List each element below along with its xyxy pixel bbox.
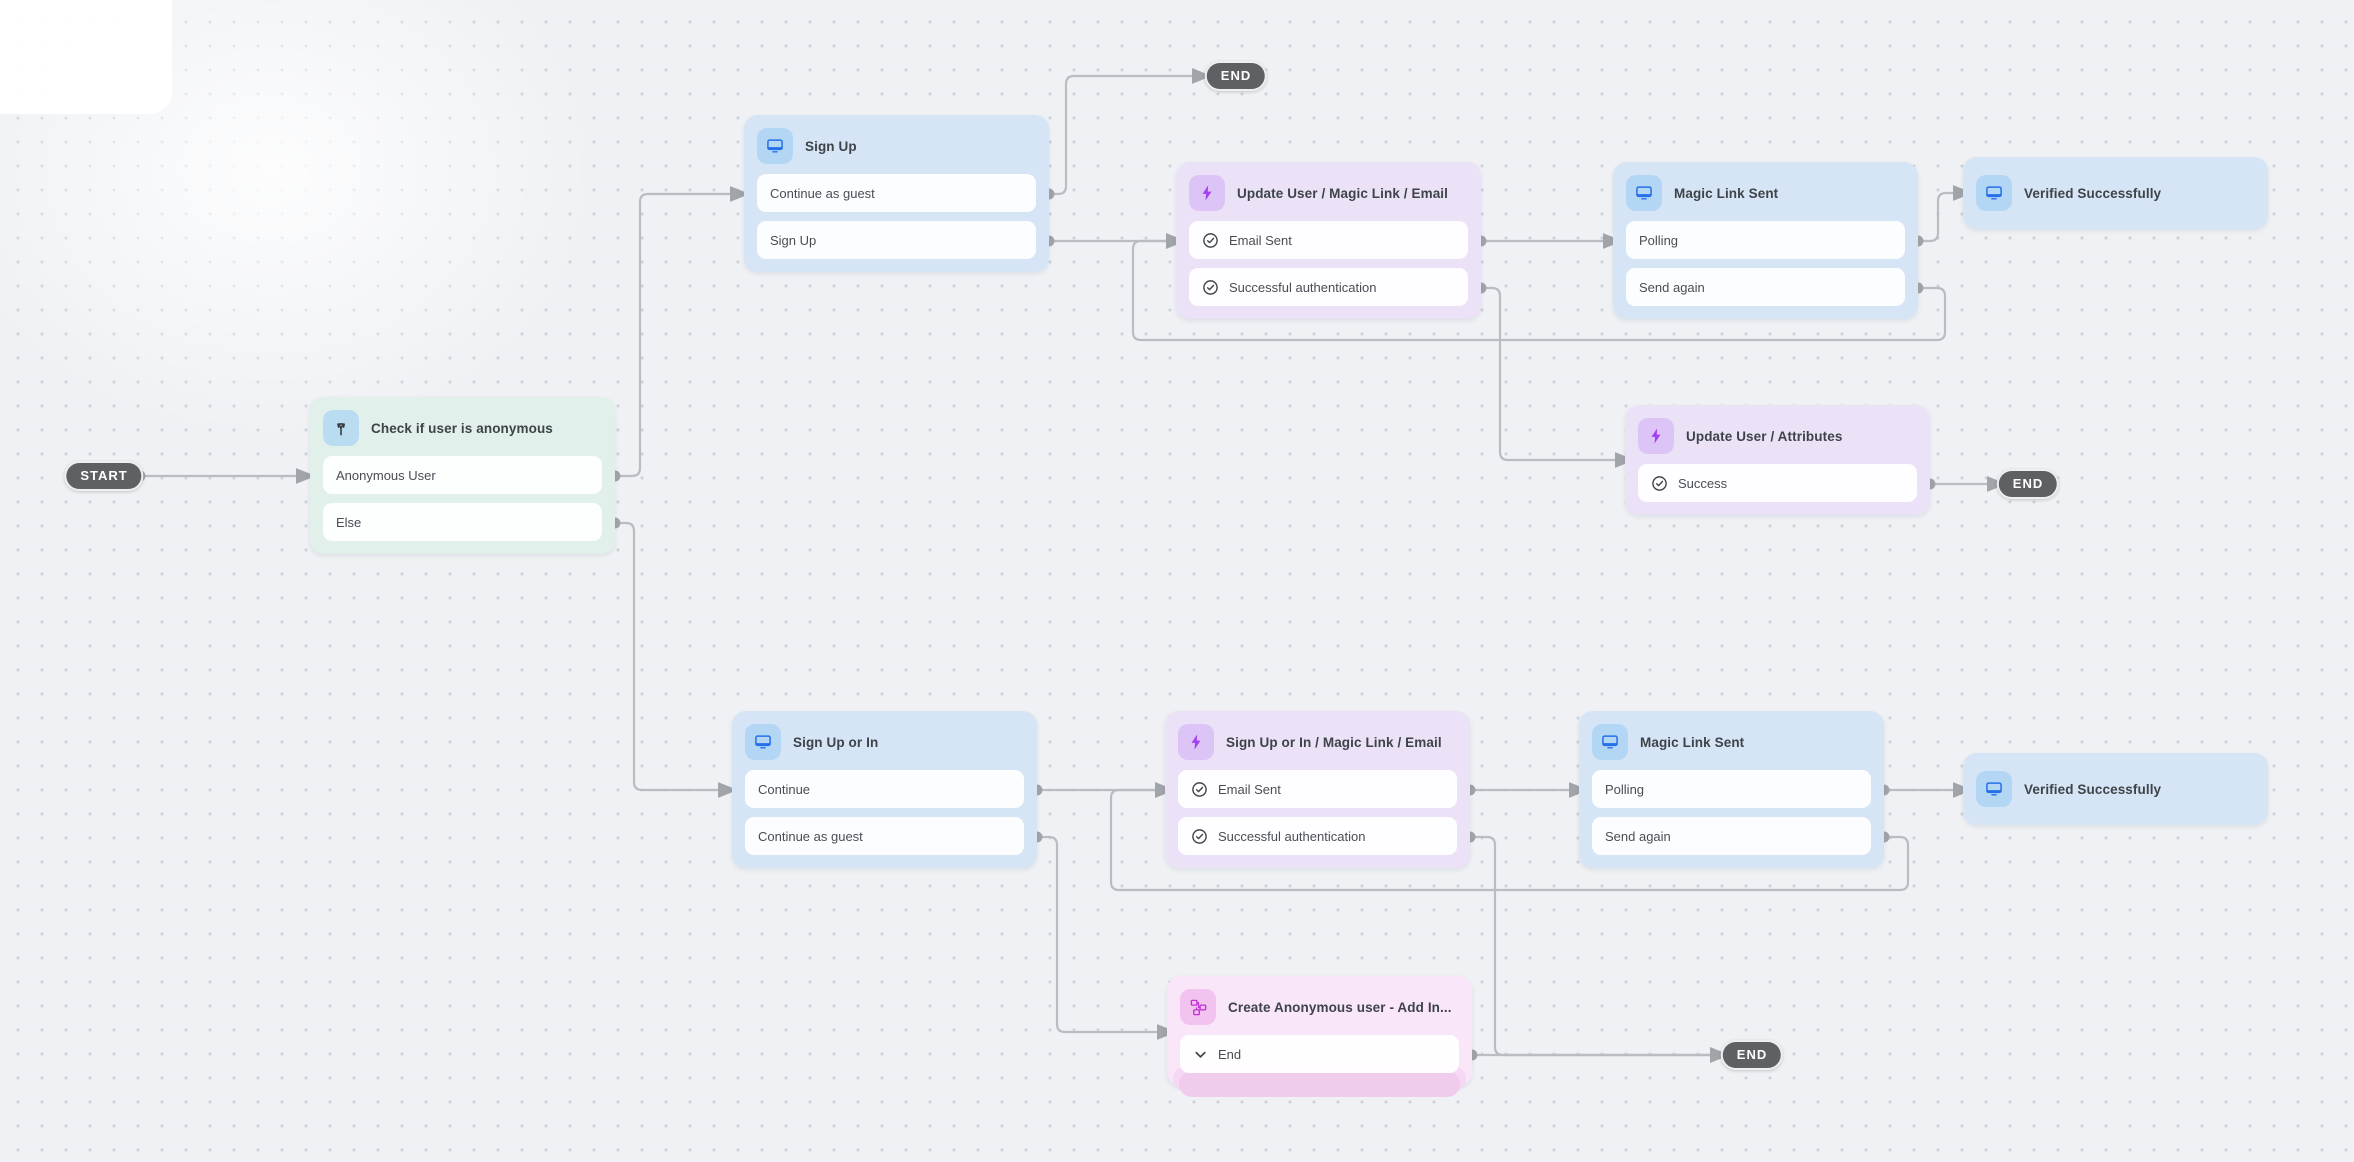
node-verified-successfully[interactable]: Verified Successfully — [1963, 157, 2268, 229]
node-title: Update User / Magic Link / Email — [1237, 185, 1449, 201]
row-continue-as-guest[interactable]: Continue as guest — [745, 817, 1024, 855]
check-circle-icon — [1202, 279, 1219, 296]
row-label: Continue as guest — [770, 185, 875, 201]
node-sign-up[interactable]: Sign Up Continue as guest Sign Up — [744, 115, 1049, 272]
row-sign-up[interactable]: Sign Up — [757, 221, 1036, 259]
screen-icon — [1976, 175, 2012, 211]
end-badge-top[interactable]: END — [1204, 61, 1268, 91]
row-polling[interactable]: Polling — [1626, 221, 1905, 259]
row-email-sent[interactable]: Email Sent — [1189, 221, 1468, 259]
row-label: Send again — [1605, 828, 1671, 844]
node-update-user-attributes[interactable]: Update User / Attributes Success — [1625, 405, 1930, 515]
node-magic-link-sent[interactable]: Magic Link Sent Polling Send again — [1613, 162, 1918, 319]
node-title: Verified Successfully — [2024, 781, 2162, 797]
node-magic-link-sent-2[interactable]: Magic Link Sent Polling Send again — [1579, 711, 1884, 868]
output-ports[interactable] — [134, 188, 1936, 1061]
node-title: Sign Up or In — [793, 734, 879, 750]
end-badge-right[interactable]: END — [1996, 469, 2060, 499]
row-continue[interactable]: Continue — [745, 770, 1024, 808]
row-label: Sign Up — [770, 232, 817, 248]
node-title: Create Anonymous user - Add In... — [1228, 999, 1452, 1015]
node-check-if-user-is-anonymous[interactable]: Check if user is anonymous Anonymous Use… — [310, 397, 615, 554]
row-label: Anonymous User — [336, 467, 436, 483]
check-circle-icon — [1202, 232, 1219, 249]
row-success[interactable]: Success — [1638, 464, 1917, 502]
row-label: Success — [1678, 475, 1728, 491]
end-badge-bottom[interactable]: END — [1720, 1040, 1784, 1070]
node-create-anonymous-user[interactable]: Create Anonymous user - Add In... End — [1167, 976, 1472, 1097]
check-circle-icon — [1651, 475, 1668, 492]
row-label: Else — [336, 514, 362, 530]
row-label: End — [1218, 1046, 1242, 1062]
row-label: Polling — [1639, 232, 1679, 248]
node-title: Verified Successfully — [2024, 185, 2162, 201]
row-successful-authentication[interactable]: Successful authentication — [1189, 268, 1468, 306]
node-sign-up-or-in-magic-link-email[interactable]: Sign Up or In / Magic Link / Email Email… — [1165, 711, 1470, 868]
screen-icon — [1976, 771, 2012, 807]
row-label: Continue — [758, 781, 811, 797]
node-title: Update User / Attributes — [1686, 428, 1843, 444]
chevron-down-icon — [1193, 1047, 1208, 1062]
row-label: Polling — [1605, 781, 1645, 797]
branch-icon — [323, 410, 359, 446]
row-else[interactable]: Else — [323, 503, 602, 541]
row-label: Send again — [1639, 279, 1705, 295]
row-label: Continue as guest — [758, 828, 863, 844]
row-label: Email Sent — [1218, 781, 1281, 797]
row-send-again[interactable]: Send again — [1626, 268, 1905, 306]
node-title: Check if user is anonymous — [371, 420, 553, 436]
node-update-user-magic-link-email[interactable]: Update User / Magic Link / Email Email S… — [1176, 162, 1481, 319]
screen-icon — [757, 128, 793, 164]
row-successful-authentication[interactable]: Successful authentication — [1178, 817, 1457, 855]
row-send-again[interactable]: Send again — [1592, 817, 1871, 855]
node-verified-successfully-2[interactable]: Verified Successfully — [1963, 753, 2268, 825]
node-title: Magic Link Sent — [1640, 734, 1745, 750]
screen-icon — [1626, 175, 1662, 211]
row-email-sent[interactable]: Email Sent — [1178, 770, 1457, 808]
node-title: Sign Up or In / Magic Link / Email — [1226, 734, 1442, 750]
bolt-icon — [1178, 724, 1214, 760]
start-badge[interactable]: START — [64, 461, 144, 491]
node-sign-up-or-in[interactable]: Sign Up or In Continue Continue as guest — [732, 711, 1037, 868]
row-anonymous-user[interactable]: Anonymous User — [323, 456, 602, 494]
check-circle-icon — [1191, 781, 1208, 798]
screen-icon — [1592, 724, 1628, 760]
check-circle-icon — [1191, 828, 1208, 845]
edges — [140, 68, 2007, 1063]
bolt-icon — [1189, 175, 1225, 211]
row-polling[interactable]: Polling — [1592, 770, 1871, 808]
subflow-icon — [1180, 989, 1216, 1025]
screen-icon — [745, 724, 781, 760]
row-label: Email Sent — [1229, 232, 1292, 248]
row-label: Successful authentication — [1229, 279, 1377, 295]
bolt-icon — [1638, 418, 1674, 454]
corner-panel — [0, 0, 172, 114]
node-title: Magic Link Sent — [1674, 185, 1779, 201]
row-continue-as-guest[interactable]: Continue as guest — [757, 174, 1036, 212]
row-end[interactable]: End — [1180, 1035, 1459, 1073]
row-label: Successful authentication — [1218, 828, 1366, 844]
node-title: Sign Up — [805, 138, 857, 154]
